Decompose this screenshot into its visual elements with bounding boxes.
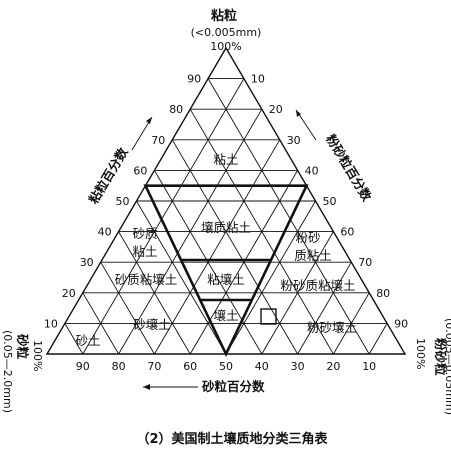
bottom-right-corner-labels: 粉砂粒 <box>433 338 448 376</box>
bottom-right-corner-percent-group: 100% <box>414 338 427 369</box>
grid-line-right-diagonal <box>368 323 388 355</box>
zone-clay-loam: 粘壤土 <box>207 272 245 287</box>
tick-bottom: 50 <box>219 360 233 373</box>
zone-clay: 粘土 <box>213 152 238 167</box>
tick-labels: 10 20 30 40 50 60 70 80 90 10 20 30 40 50 60 70 80 90 90 80… <box>44 73 408 373</box>
grid-line-left-diagonal <box>207 78 370 355</box>
zone-silty-clay-line2: 质粘土 <box>294 248 332 263</box>
right-axis-label: 粉砂粒百分数 <box>323 132 375 204</box>
zone-silty-clay-line1: 粉砂 <box>295 230 320 245</box>
bottom-left-corner-range: (0.05—2.0mm) <box>1 330 14 413</box>
grid-line-right-diagonal <box>225 200 316 355</box>
tick-left: 40 <box>98 226 112 239</box>
tick-bottom: 40 <box>255 360 269 373</box>
tick-right: 20 <box>269 103 283 116</box>
inner-zone-dividers <box>181 258 271 302</box>
grid-line-left-diagonal <box>64 323 84 355</box>
grid-line-left-diagonal <box>100 261 155 355</box>
tick-bottom: 30 <box>291 360 305 373</box>
tick-bottom: 20 <box>326 360 340 373</box>
tick-right: 80 <box>376 287 390 300</box>
square-marker <box>260 308 277 325</box>
zone-silty-clay-loam: 粉砂质粘壤土 <box>280 278 355 293</box>
zone-silty-loam: 粉砂壤土 <box>307 320 357 335</box>
top-axis-unit: (<0.005mm) <box>191 26 262 39</box>
tick-bottom: 10 <box>362 360 376 373</box>
tick-left: 50 <box>116 195 130 208</box>
grid-line-right-diagonal <box>297 261 352 355</box>
grid-line-left-diagonal <box>189 108 334 355</box>
tick-bottom: 60 <box>183 360 197 373</box>
bottom-left-corner-percent: 100% <box>31 340 44 371</box>
grid-line-left-diagonal <box>171 139 298 355</box>
bottom-left-corner-name: 砂粒 <box>15 333 30 360</box>
bottom-axis-label: 砂粒百分数 <box>201 379 265 394</box>
grid-line-right-diagonal <box>82 78 245 355</box>
tick-left: 60 <box>133 164 147 177</box>
top-axis-percent: 100% <box>210 40 241 53</box>
grid-line-right-diagonal <box>118 108 263 355</box>
zone-sandy-clay-line2: 粘土 <box>132 244 157 259</box>
bottom-left-corner-labels: 砂粒 <box>15 333 30 360</box>
grid-line-left-diagonal <box>136 200 227 355</box>
tick-bottom: 80 <box>112 360 126 373</box>
right-axis-arrow <box>295 109 317 141</box>
zone-sandy-clay-line1: 砂质 <box>132 226 157 241</box>
inner-zone-triangle <box>143 184 309 358</box>
left-axis-arrow <box>131 116 153 151</box>
tick-left: 70 <box>151 134 165 147</box>
tick-right: 30 <box>287 134 301 147</box>
tick-left: 20 <box>62 287 76 300</box>
tick-right: 60 <box>340 226 354 239</box>
grid-line-right-diagonal <box>154 139 281 355</box>
tick-right: 50 <box>323 195 337 208</box>
zone-sandy-loam: 砂壤土 <box>133 317 171 332</box>
zone-sand: 砂土 <box>75 333 100 348</box>
tick-left: 10 <box>44 317 58 330</box>
tick-right: 10 <box>251 73 265 86</box>
tick-left: 90 <box>187 73 201 86</box>
zone-loamy-clay: 壤质粘土 <box>201 220 251 235</box>
figure-caption: （2）美国制土壤质地分类三角表 <box>136 431 328 447</box>
bottom-right-corner-range-group: (0.005—0.05mm) <box>443 318 451 415</box>
tick-left: 30 <box>80 256 94 269</box>
triangle-grid <box>64 78 388 355</box>
bottom-right-corner-percent: 100% <box>414 338 427 369</box>
bottom-left-corner-range-group: (0.05—2.0mm) <box>1 330 14 413</box>
bottom-axis-arrow <box>143 384 198 390</box>
bottom-left-corner-percent-group: 100% <box>31 340 44 371</box>
tick-right: 40 <box>305 164 319 177</box>
top-axis-title: 粘粒 <box>210 8 237 24</box>
tick-left: 80 <box>169 103 183 116</box>
bottom-right-corner-name: 粉砂粒 <box>433 338 448 376</box>
tick-right: 90 <box>394 317 408 330</box>
tick-bottom: 70 <box>147 360 161 373</box>
right-axis-label-group: 粉砂粒百分数 <box>323 132 375 204</box>
zone-sandy-clay-loam: 砂质粘壤土 <box>115 272 178 287</box>
bottom-right-corner-range: (0.005—0.05mm) <box>443 318 451 415</box>
zone-loam: 壤土 <box>213 308 238 323</box>
tick-bottom: 90 <box>76 360 90 373</box>
tick-right: 70 <box>358 256 372 269</box>
